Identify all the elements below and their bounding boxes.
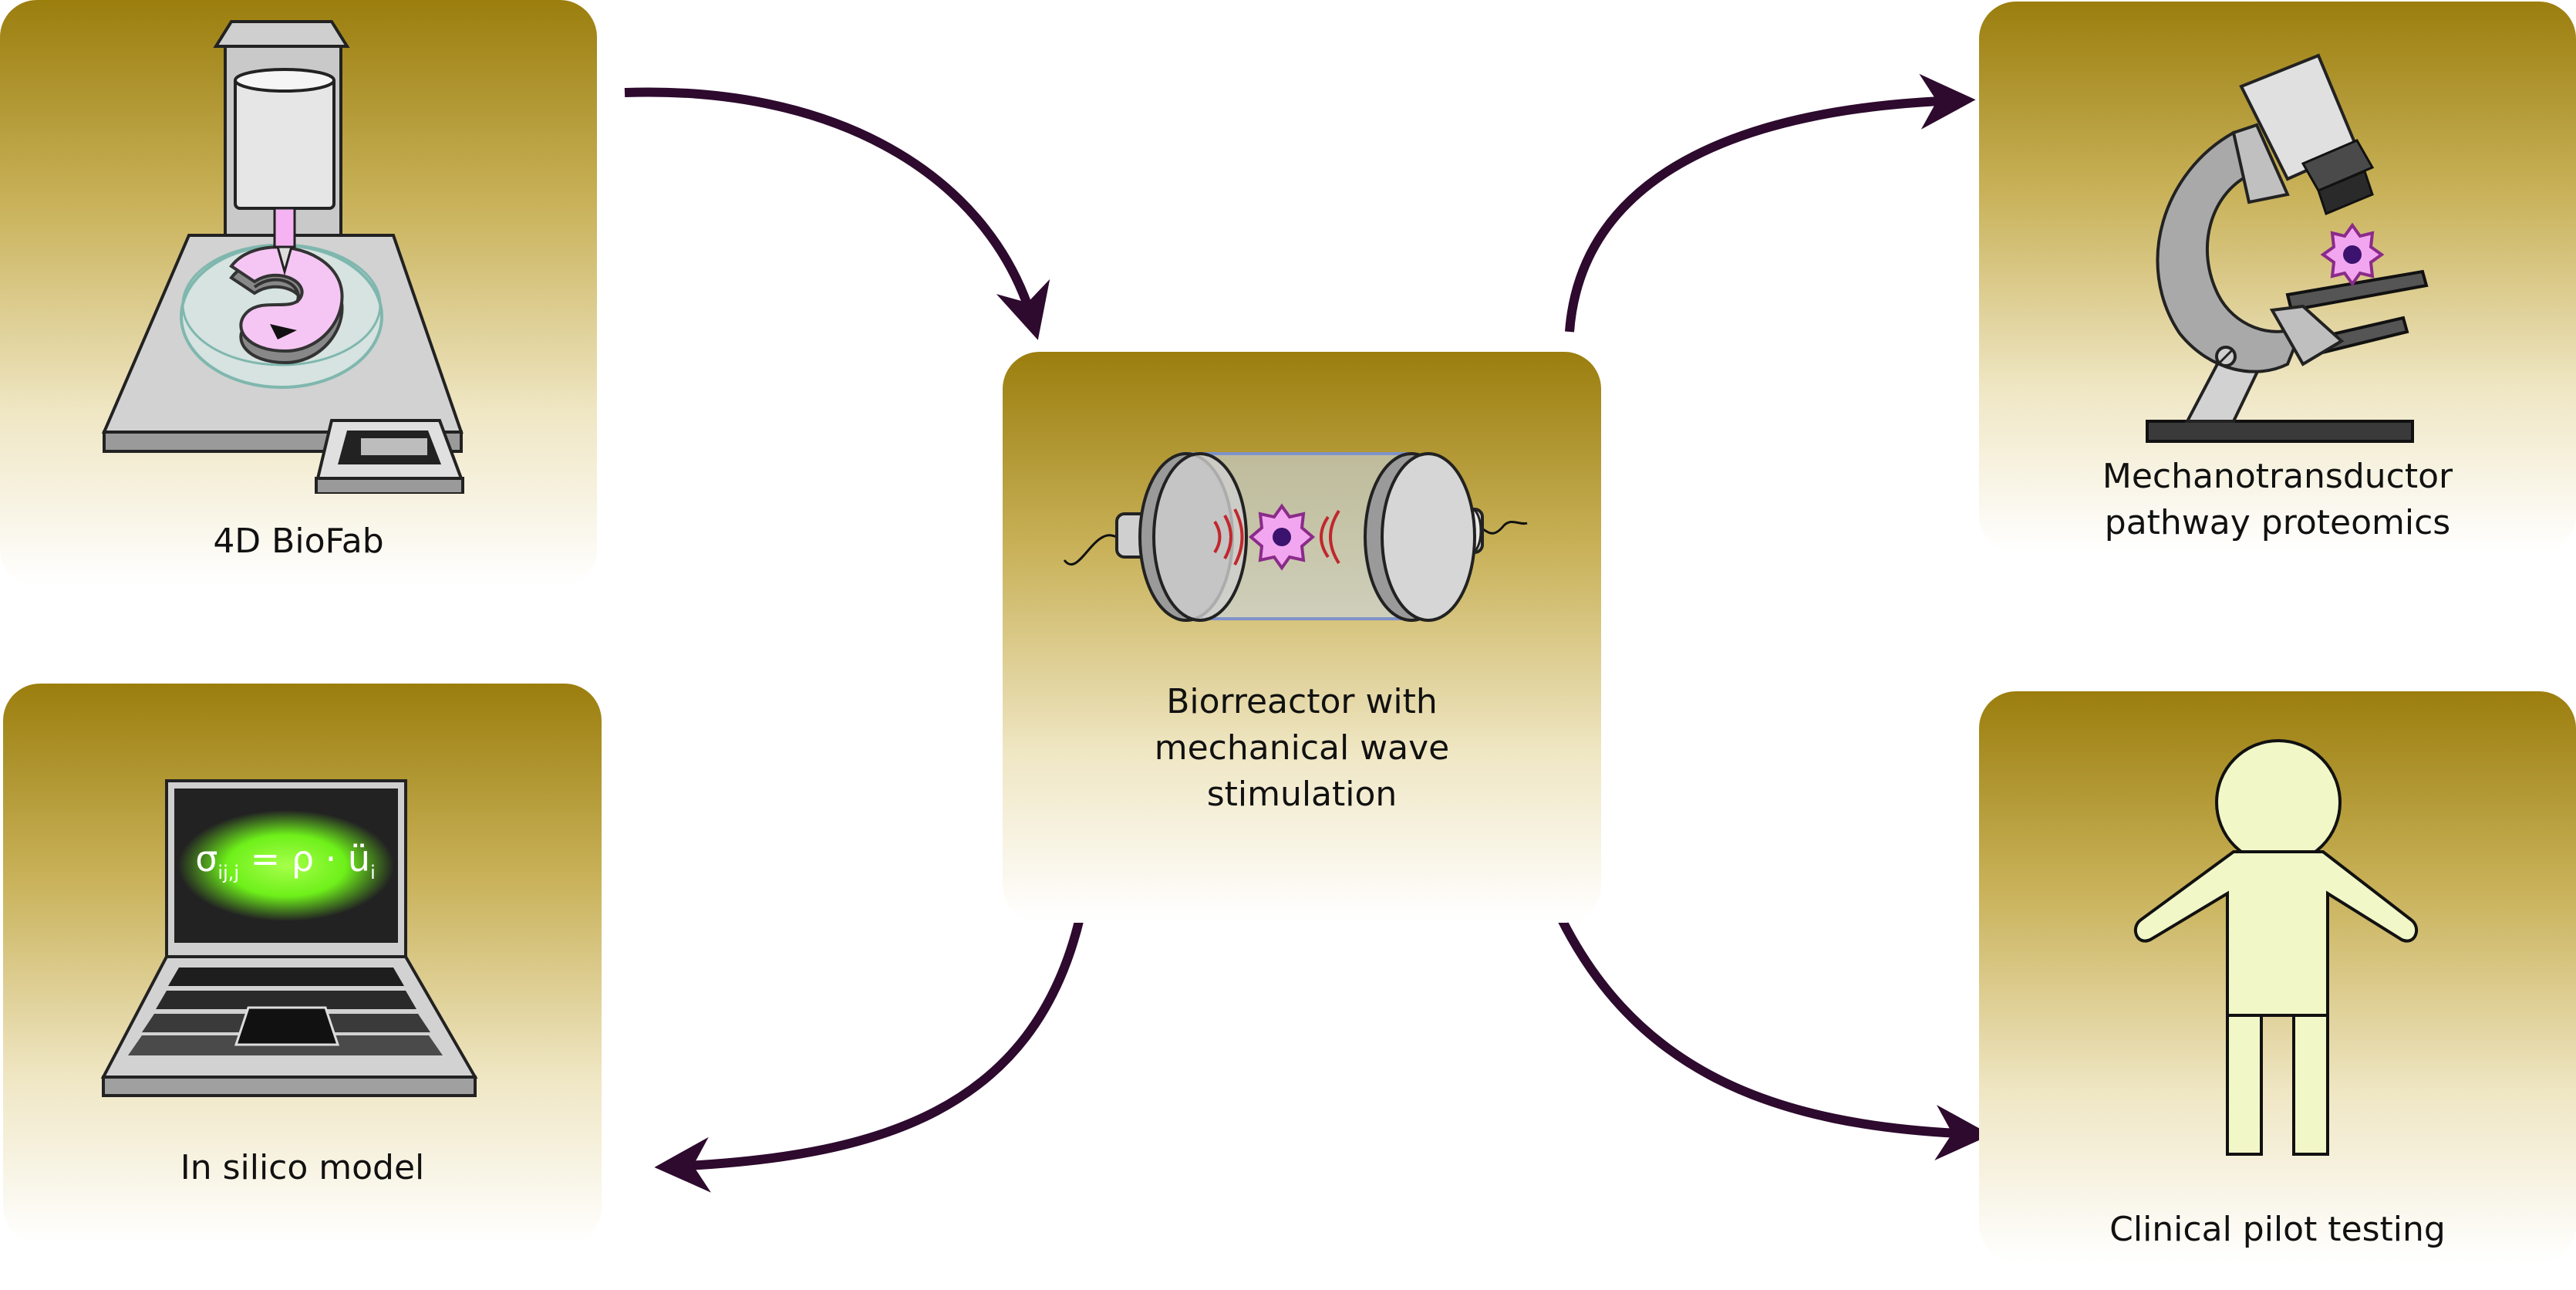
arrow-bioreactor-to-proteomics <box>1565 73 1976 333</box>
panel-insilico: σij,j = ρ · üi In silico model <box>3 684 602 1244</box>
bioreactor-caption-line-2: mechanical wave <box>1154 728 1450 768</box>
laptop-illustration <box>100 779 478 1097</box>
bioreactor-illustration <box>1063 452 1528 622</box>
equation-sub1: ij,j <box>217 862 240 884</box>
bioreactor-caption-line-1: Biorreactor with <box>1166 682 1438 721</box>
equation-sub2: i <box>370 862 376 884</box>
insilico-caption: In silico model <box>180 1148 425 1187</box>
cell-icon <box>1248 503 1316 571</box>
proteomics-caption-line-1: Mechanotransductor <box>2102 457 2453 496</box>
arrow-bioreactor-to-clinical <box>1546 893 1991 1161</box>
proteomics-caption-line-2: pathway proteomics <box>2104 503 2451 542</box>
equation-mid: = ρ · ü <box>239 838 371 880</box>
bioprinter-illustration <box>101 20 464 494</box>
arrow-biofab-to-bioreactor <box>624 87 1050 340</box>
clinical-caption: Clinical pilot testing <box>2109 1210 2446 1249</box>
equation-text: σij,j = ρ · üi <box>193 838 378 883</box>
panel-biofab: 4D BioFab <box>0 0 597 586</box>
arrow-bioreactor-to-insilico <box>654 917 1084 1193</box>
cell-icon <box>2320 222 2385 287</box>
person-illustration <box>2133 739 2419 1156</box>
microscope-illustration <box>2146 53 2429 443</box>
panel-bioreactor: Biorreactor with mechanical wave stimula… <box>1003 352 1601 923</box>
bioreactor-caption-line-3: stimulation <box>1206 775 1398 814</box>
panel-proteomics: Mechanotransductor pathway proteomics <box>1979 2 2576 552</box>
equation-main: σ <box>195 838 218 880</box>
panel-clinical: Clinical pilot testing <box>1979 691 2576 1262</box>
biofab-caption: 4D BioFab <box>213 522 384 561</box>
